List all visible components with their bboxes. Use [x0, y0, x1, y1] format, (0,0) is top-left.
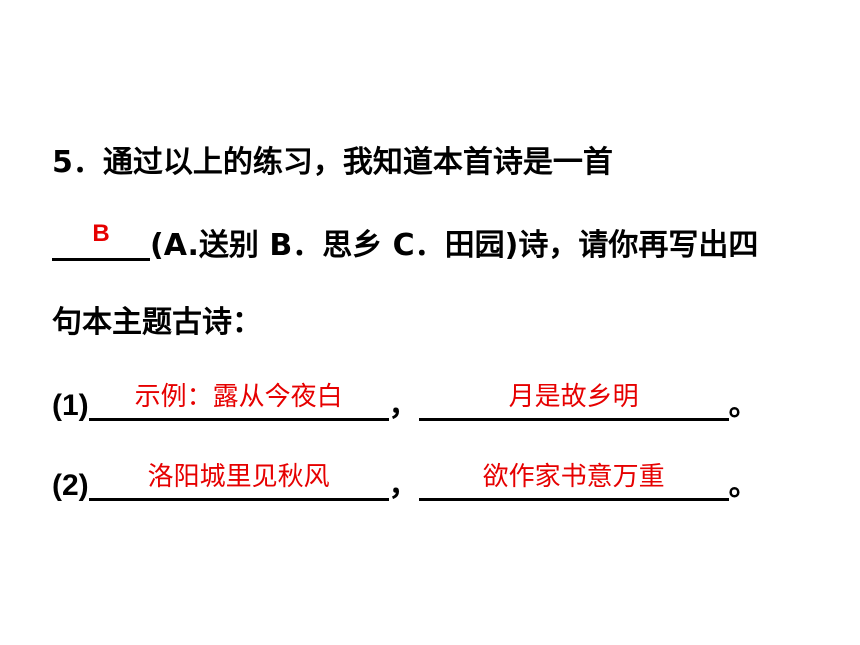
question-prompt-text: 句本主题古诗：	[52, 305, 262, 340]
answer-row-1: (1) 示例：露从今夜白 ， 月是故乡明 。	[52, 384, 759, 423]
row-1-end: 。	[728, 388, 759, 423]
question-line-1: 5．通过以上的练习，我知道本首诗是一首	[52, 148, 613, 178]
question-intro-text: 5．通过以上的练习，我知道本首诗是一首	[52, 145, 613, 180]
choice-blank: B	[52, 222, 150, 261]
row-1-label: (1)	[52, 389, 89, 422]
question-line-2: B (A.送别 B．思乡 C．田园)诗，请你再写出四	[52, 222, 759, 263]
row-1-separator: ，	[388, 388, 419, 423]
row-2-end: 。	[728, 468, 759, 503]
answer-row-2: (2) 洛阳城里见秋风 ， 欲作家书意万重 。	[52, 464, 759, 503]
row-1-first-blank: 示例：露从今夜白	[88, 384, 389, 421]
choice-options-text: (A.送别 B．思乡 C．田园)诗，请你再写出四	[150, 228, 759, 263]
row-2-first-blank: 洛阳城里见秋风	[88, 464, 389, 501]
row-2-separator: ，	[388, 468, 419, 503]
question-line-3: 句本主题古诗：	[52, 308, 262, 338]
row-2-first-answer: 洛阳城里见秋风	[147, 462, 330, 492]
row-2-second-answer: 欲作家书意万重	[482, 462, 665, 492]
row-2-second-blank: 欲作家书意万重	[418, 464, 729, 501]
row-1-second-answer: 月是故乡明	[508, 382, 639, 412]
choice-answer: B	[92, 220, 110, 247]
row-1-first-answer: 示例：露从今夜白	[134, 382, 343, 412]
row-2-label: (2)	[52, 469, 89, 502]
row-1-second-blank: 月是故乡明	[418, 384, 729, 421]
